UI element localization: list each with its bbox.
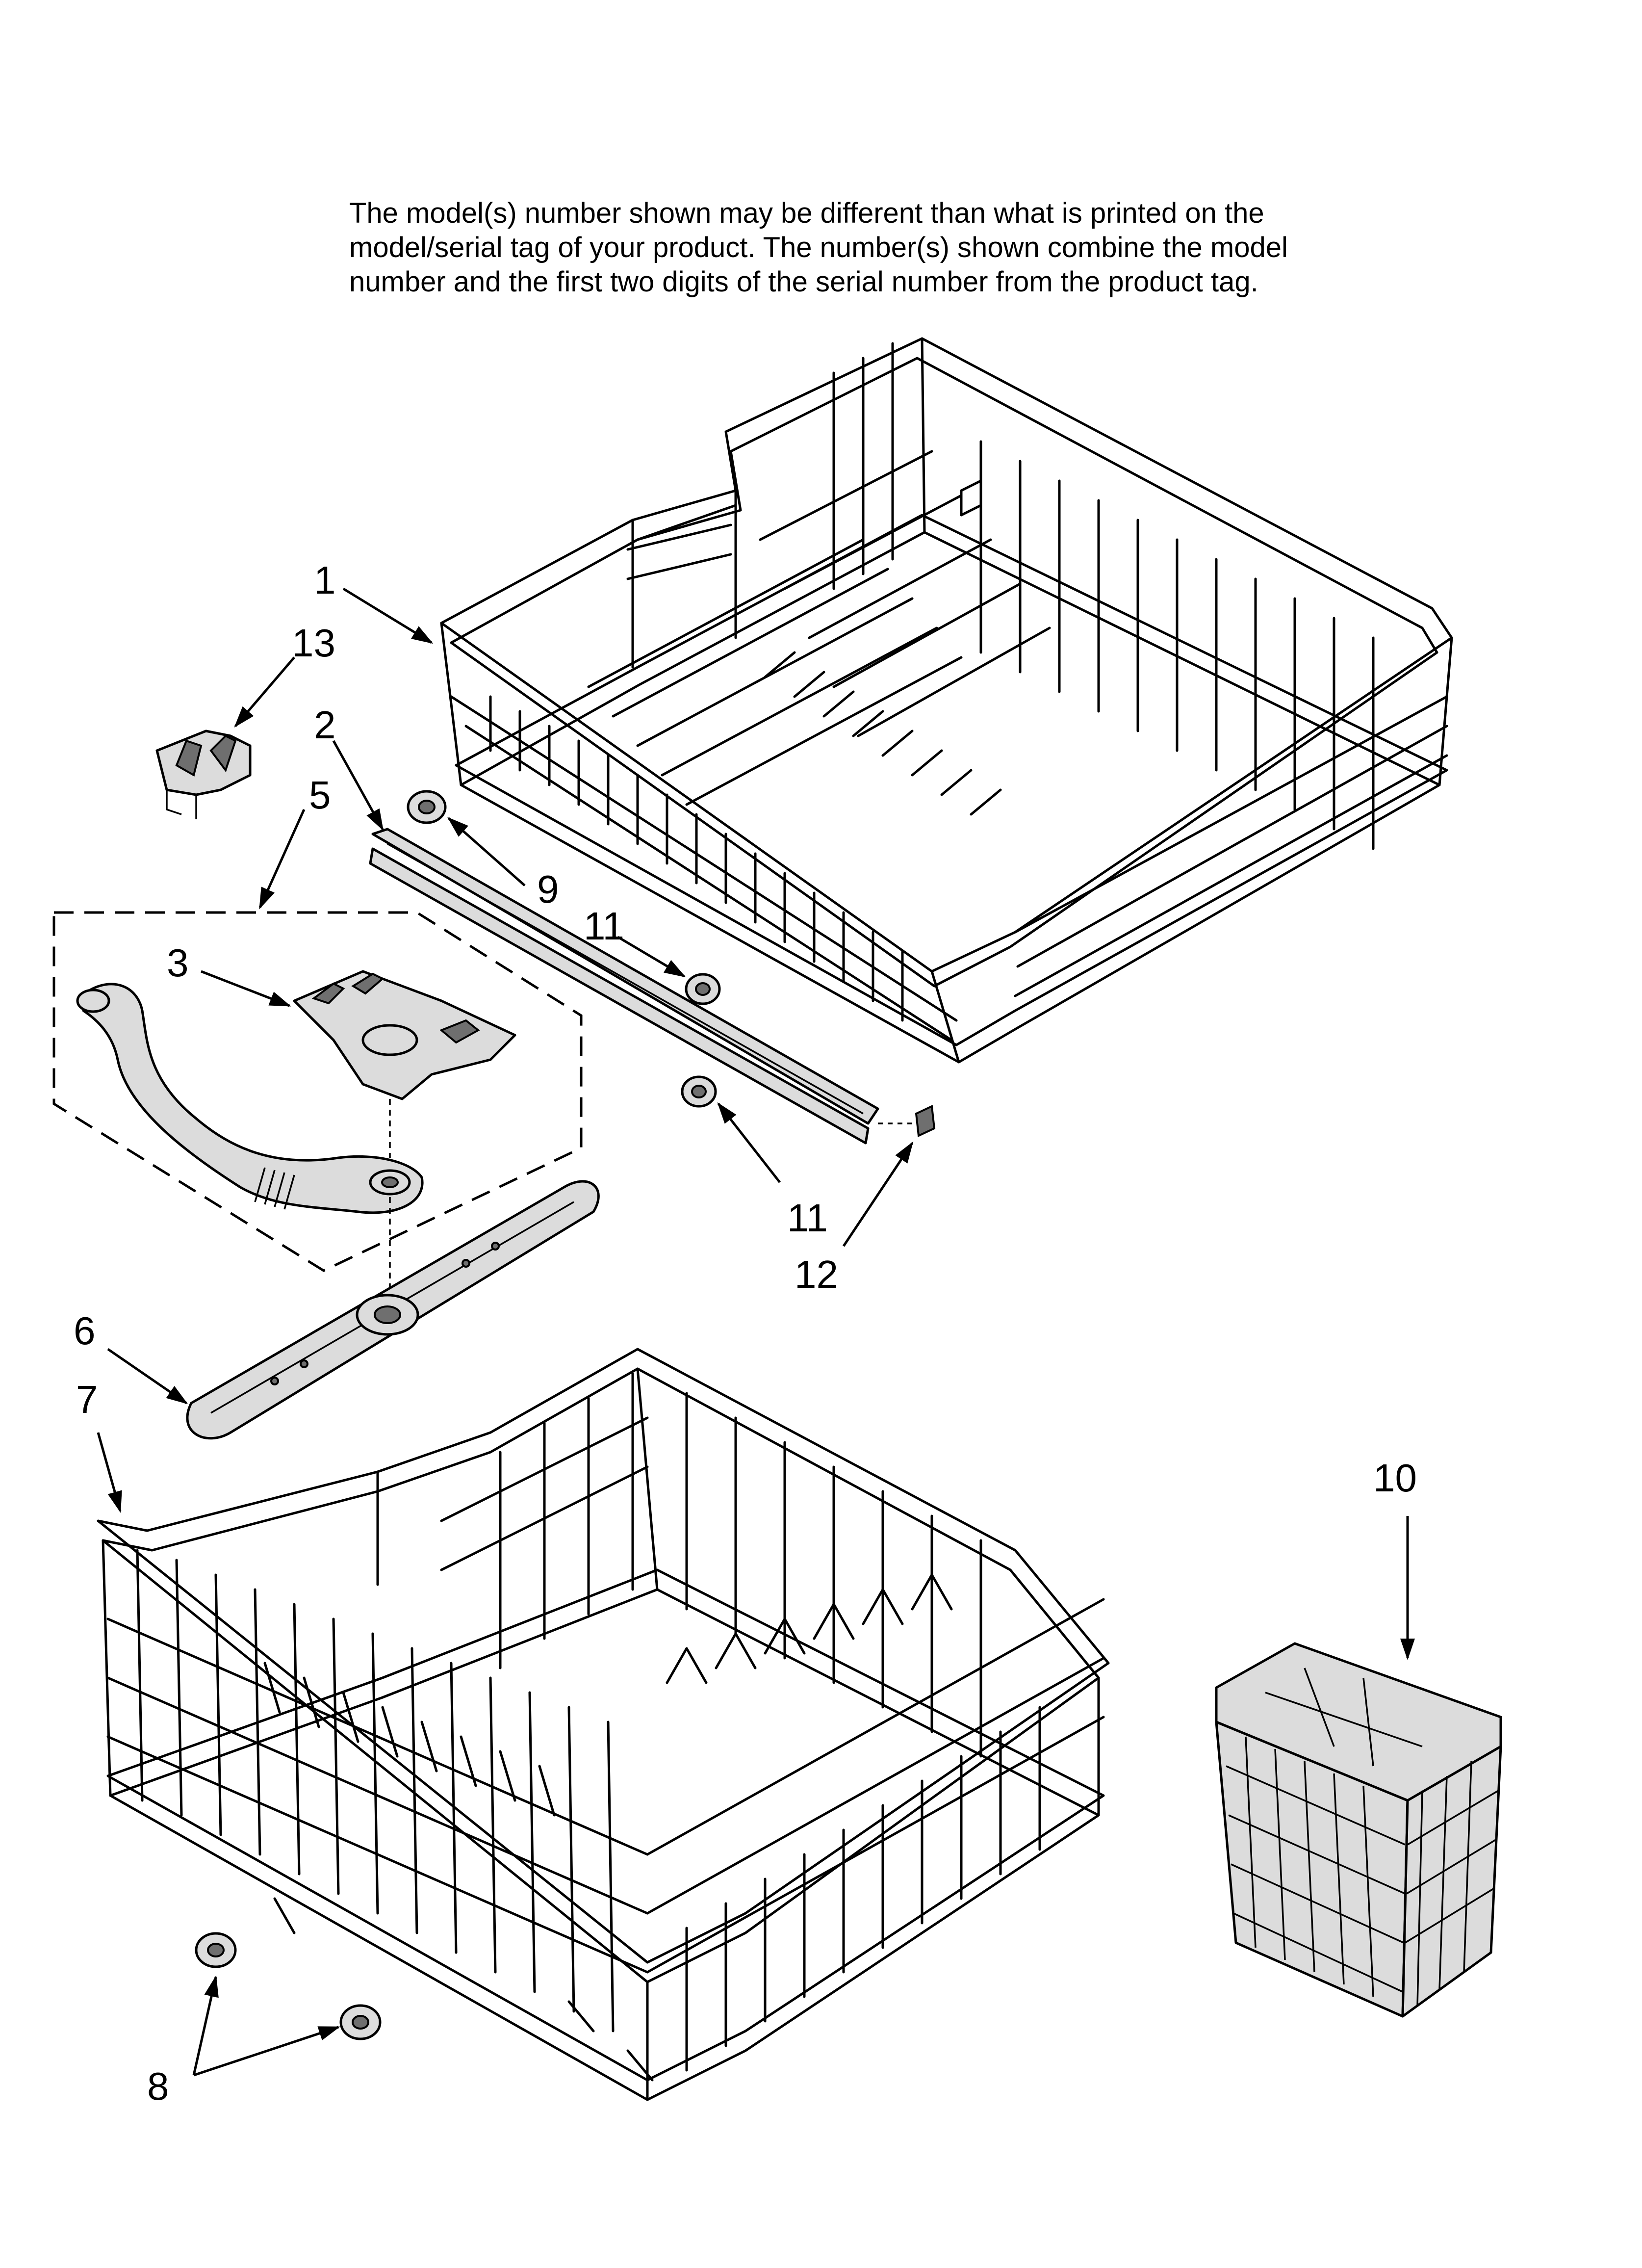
part-8-wheel-left (195, 1932, 237, 1968)
lower-rack (97, 1348, 1110, 2101)
callout-13: 13 (292, 621, 335, 665)
upper-rack (440, 337, 1453, 1064)
part-5-assembly-outline (52, 911, 583, 1272)
part-9-wheel (407, 790, 447, 824)
callout-leaders (97, 587, 1415, 2077)
part-13-adjuster (155, 730, 252, 819)
part-2-rail (369, 828, 879, 1145)
part-11-wheel-lower (681, 1075, 717, 1108)
callout-8: 8 (147, 2064, 169, 2108)
parts-note-line-2: model/serial tag of your product. The nu… (349, 232, 1288, 263)
callout-9: 9 (537, 867, 559, 911)
callout-6: 6 (74, 1309, 96, 1353)
parts-note-line-3: number and the first two digits of the s… (349, 266, 1258, 298)
callout-5: 5 (309, 773, 331, 817)
part-3-manifold (293, 970, 516, 1158)
part-8-wheel-right (339, 2004, 382, 2040)
callout-2: 2 (314, 703, 336, 747)
part-12-stop (878, 1105, 936, 1137)
callout-1: 1 (314, 558, 336, 602)
part-5-supply-tube (76, 983, 424, 1214)
callout-12: 12 (795, 1252, 838, 1296)
callout-3: 3 (167, 941, 189, 985)
callout-11-lower: 11 (787, 1196, 828, 1240)
callout-7: 7 (76, 1378, 98, 1421)
part-11-wheel-upper (685, 973, 721, 1005)
parts-note-line-1: The model(s) number shown may be differe… (349, 197, 1264, 229)
callout-10: 10 (1373, 1456, 1417, 1500)
callout-11-upper: 11 (584, 904, 624, 948)
part-6-spray-arm (186, 1180, 600, 1440)
parts-note: The model(s) number shown may be differe… (349, 196, 1379, 299)
part-10-basket (1215, 1642, 1502, 2018)
